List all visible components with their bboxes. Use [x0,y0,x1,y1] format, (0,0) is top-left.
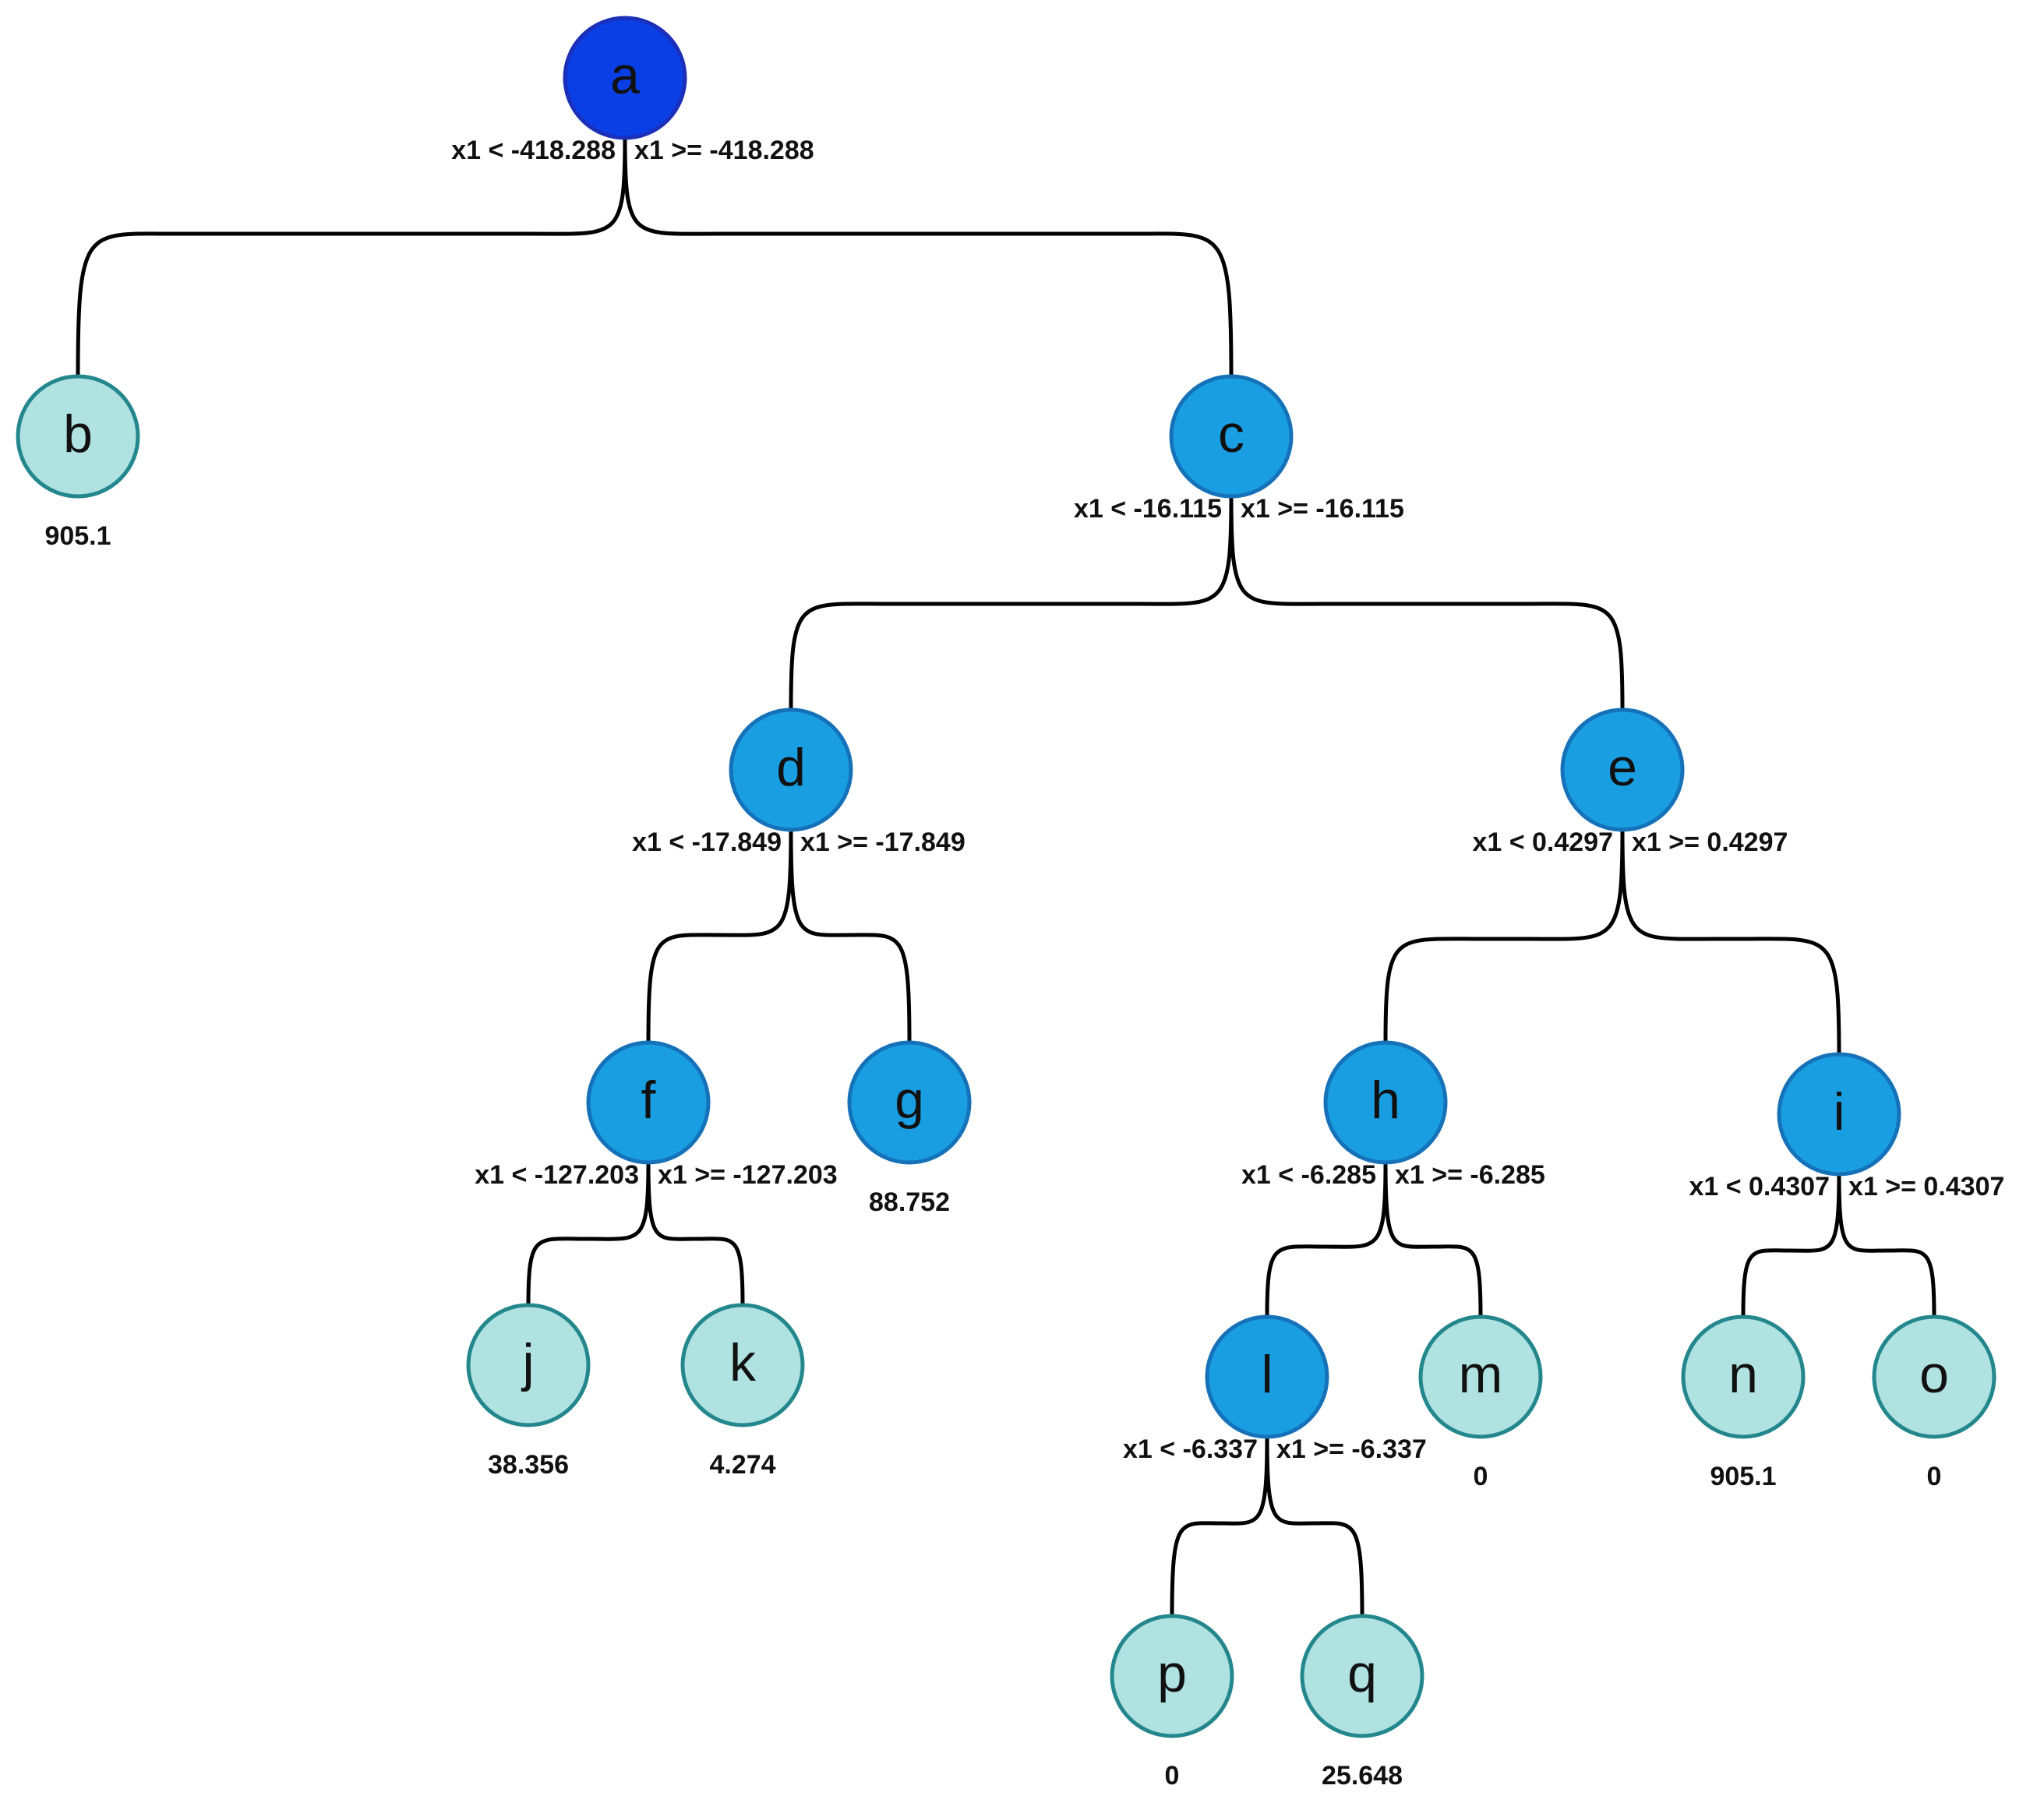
node-circle-p [1110,1614,1234,1738]
condition-label-i-o: x1 >= 0.4307 [1848,1172,2004,1201]
node-label-m: m [1459,1345,1503,1404]
node-l: l [1205,1314,1329,1439]
node-a: a [563,16,687,140]
edge-e-h [1383,829,1625,1043]
node-q: q [1300,1614,1424,1738]
edge-h-m [1383,1162,1483,1318]
node-b: b [16,374,140,499]
node-label-k: k [729,1333,757,1392]
node-circle-g [847,1040,972,1165]
node-circle-m [1418,1314,1543,1439]
condition-label-h-m: x1 >= -6.285 [1395,1160,1545,1190]
node-circle-j [466,1303,591,1427]
node-label-g: g [895,1071,924,1130]
condition-label-c-d: x1 < -16.115 [1074,494,1222,524]
condition-label-l-p: x1 < -6.337 [1123,1434,1258,1464]
condition-label-e-i: x1 >= 0.4297 [1632,827,1788,857]
node-f: f [586,1040,711,1165]
node-circle-a [563,16,687,140]
node-circle-i [1777,1052,1901,1177]
node-label-e: e [1608,738,1637,797]
edge-a-b [76,137,627,377]
edge-a-c [623,137,1234,377]
edge-l-p [1170,1436,1269,1617]
condition-label-d-f: x1 < -17.849 [632,827,782,857]
leaf-value-p: 0 [1165,1761,1180,1791]
edge-c-d [789,496,1234,711]
condition-label-i-n: x1 < 0.4307 [1689,1172,1830,1201]
node-circle-d [729,707,853,832]
leaf-value-m: 0 [1474,1462,1488,1491]
node-circle-e [1560,707,1685,832]
nodes-layer: a b c d e f g h i j k l m n o p q [16,16,1996,1738]
node-i: i [1777,1052,1901,1177]
node-label-p: p [1157,1644,1187,1703]
node-circle-n [1681,1314,1806,1439]
node-h: h [1323,1040,1448,1165]
node-circle-f [586,1040,711,1165]
edge-c-e [1229,496,1625,711]
edge-f-j [526,1162,651,1306]
edge-f-k [646,1162,745,1306]
condition-label-a-b: x1 < -418.288 [451,136,616,165]
node-label-b: b [63,404,93,464]
node-circle-q [1300,1614,1424,1738]
condition-label-f-k: x1 >= -127.203 [658,1160,838,1190]
node-label-h: h [1371,1071,1400,1130]
condition-label-l-q: x1 >= -6.337 [1276,1434,1427,1464]
node-circle-h [1323,1040,1448,1165]
edge-h-l [1265,1162,1388,1318]
node-label-a: a [610,46,640,105]
node-e: e [1560,707,1685,832]
leaf-value-b: 905.1 [44,521,111,551]
condition-label-a-c: x1 >= -418.288 [634,136,814,165]
condition-label-h-l: x1 < -6.285 [1241,1160,1376,1190]
edge-i-o [1837,1173,1936,1318]
node-circle-l [1205,1314,1329,1439]
node-p: p [1110,1614,1234,1738]
node-m: m [1418,1314,1543,1439]
node-k: k [680,1303,805,1427]
leaf-value-q: 25.648 [1322,1761,1403,1791]
node-label-c: c [1218,404,1244,464]
node-label-l: l [1261,1345,1273,1404]
node-c: c [1169,374,1294,499]
node-g: g [847,1040,972,1165]
leaf-value-g: 88.752 [869,1187,950,1217]
node-n: n [1681,1314,1806,1439]
edge-l-q [1265,1436,1364,1617]
condition-label-c-e: x1 >= -16.115 [1241,494,1404,524]
edges-layer [76,137,1936,1617]
leaf-value-j: 38.356 [488,1450,569,1480]
node-label-d: d [776,738,806,797]
node-label-o: o [1919,1345,1949,1404]
node-label-i: i [1833,1082,1845,1141]
node-circle-k [680,1303,805,1427]
edge-d-g [789,829,912,1043]
node-d: d [729,707,853,832]
node-label-j: j [521,1333,534,1392]
condition-label-d-g: x1 >= -17.849 [800,827,966,857]
edge-d-f [646,829,793,1043]
condition-label-e-h: x1 < 0.4297 [1472,827,1613,857]
leaf-value-n: 905.1 [1710,1462,1776,1491]
node-circle-b [16,374,140,499]
node-circle-o [1872,1314,1996,1439]
edge-e-i [1620,829,1841,1055]
condition-label-f-j: x1 < -127.203 [475,1160,639,1190]
node-o: o [1872,1314,1996,1439]
node-label-q: q [1347,1644,1377,1703]
node-circle-c [1169,374,1294,499]
node-label-n: n [1728,1345,1758,1404]
leaf-values-layer: 905.1 88.752 38.356 4.274 0 905.1 0 0 25.648 [44,521,1941,1791]
leaf-value-o: 0 [1927,1462,1942,1491]
leaf-value-k: 4.274 [709,1450,775,1480]
conditions-layer: x1 < -418.288 x1 >= -418.288 x1 < -16.115 x… [451,136,2004,1464]
node-label-f: f [641,1071,656,1130]
node-j: j [466,1303,591,1427]
edge-i-n [1741,1173,1841,1318]
